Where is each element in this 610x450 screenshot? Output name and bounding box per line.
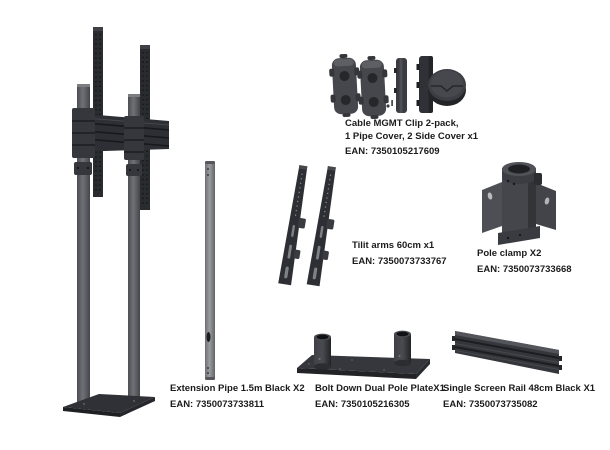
cable-mgmt-label: Cable MGMT Clip 2-pack, 1 Pipe Cover, 2 … [345, 118, 478, 159]
extension-pipe-ean: EAN: 7350073733811 [170, 398, 265, 410]
cable-mgmt-label-line1: Cable MGMT Clip 2-pack, [345, 118, 459, 129]
extension-pipe-label: Extension Pipe 1.5m Black X2 EAN: 735007… [170, 383, 305, 411]
floor-stand-illustration [63, 27, 170, 417]
cable-mgmt-ean: EAN: 7350105217609 [345, 146, 440, 157]
extension-pipe-label-line1: Extension Pipe 1.5m Black X2 [170, 383, 305, 394]
pole-clamp-label: Pole clamp X2 EAN: 7350073733668 [477, 248, 572, 276]
bolt-down-plate-label: Bolt Down Dual Pole PlateX1 EAN: 7350105… [315, 383, 445, 411]
screen-rail-illustration [452, 331, 562, 374]
cable-mgmt-label-line2: 1 Pipe Cover, 2 Side Cover x1 [345, 130, 479, 142]
tilt-arms-illustration [277, 164, 344, 288]
screen-rail-label-line1: Single Screen Rail 48cm Black X1 [443, 383, 596, 394]
screen-rail-label: Single Screen Rail 48cm Black X1 EAN: 73… [443, 383, 595, 411]
extension-pipe-illustration [205, 161, 215, 380]
pole-clamp-illustration [482, 162, 556, 245]
bolt-down-plate-label-line1: Bolt Down Dual Pole PlateX1 [315, 383, 445, 394]
tilt-arms-label: Tilit arms 60cm x1 EAN: 7350073733767 [352, 240, 447, 268]
screen-rail-ean: EAN: 7350073735082 [443, 398, 538, 410]
bolt-down-plate-illustration [297, 330, 430, 379]
bolt-down-plate-ean: EAN: 7350105216305 [315, 398, 410, 410]
tilt-arms-ean: EAN: 7350073733767 [352, 255, 447, 267]
pole-clamp-ean: EAN: 7350073733668 [477, 263, 572, 275]
tilt-arms-label-line1: Tilit arms 60cm x1 [352, 240, 435, 251]
pole-clamp-label-line1: Pole clamp X2 [477, 248, 542, 259]
cable-mgmt-illustration [328, 53, 466, 120]
